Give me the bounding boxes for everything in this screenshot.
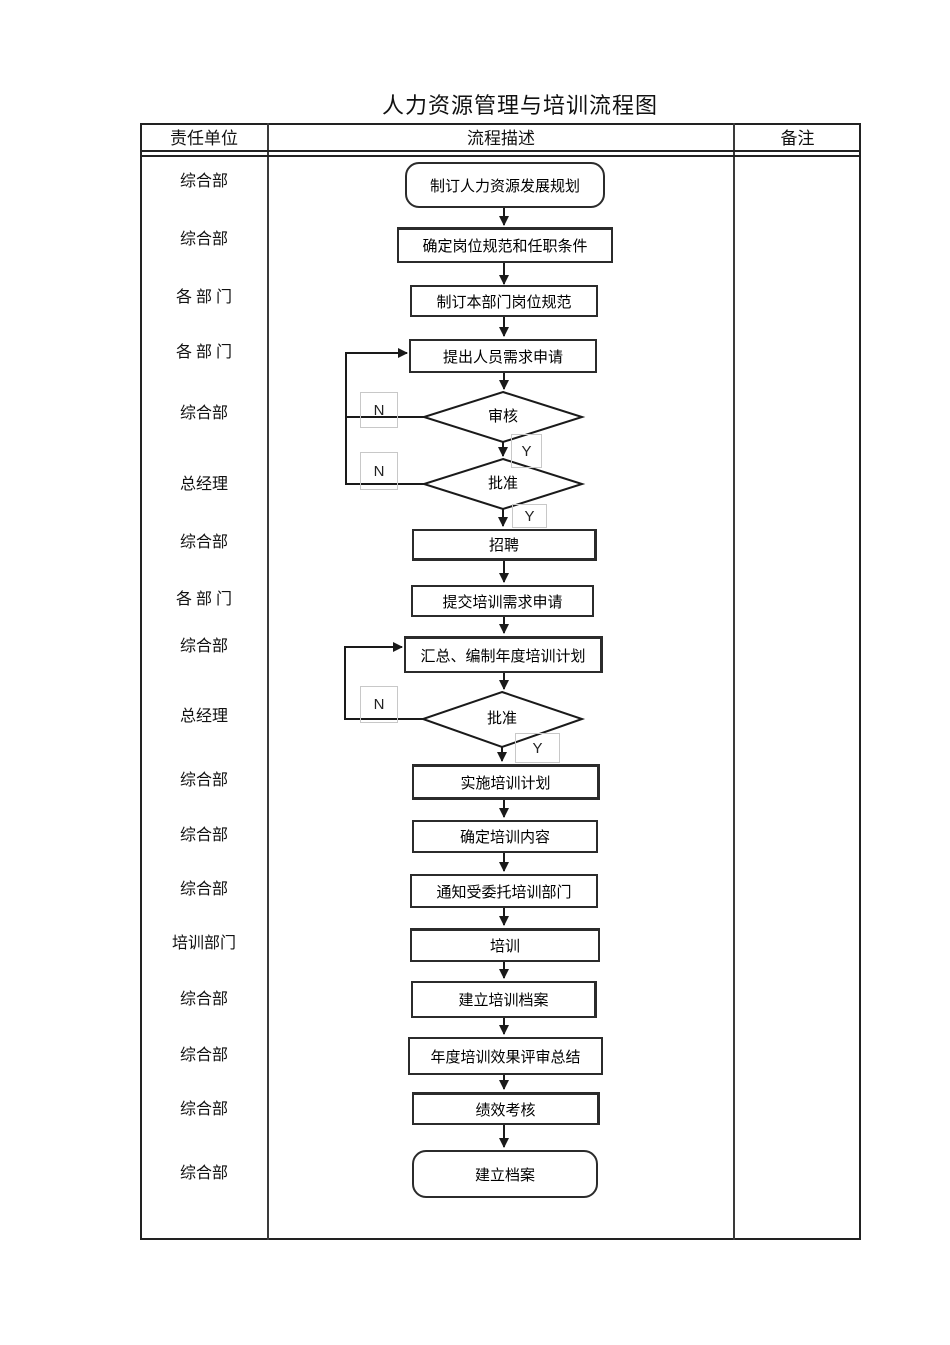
flow-node-dept-specs: 制订本部门岗位规范 <box>410 285 598 317</box>
lane-label: 综合部 <box>179 827 228 844</box>
lane-label: 培训部门 <box>171 935 236 952</box>
flow-node-annual-review: 年度培训效果评审总结 <box>408 1037 603 1075</box>
flow-node-annual-training-plan: 汇总、编制年度培训计划 <box>404 636 603 673</box>
lane-label: 综合部 <box>179 1165 228 1182</box>
flow-node-archive: 建立档案 <box>412 1150 598 1198</box>
header-remarks: 备注 <box>780 129 815 148</box>
flow-node-implement-plan: 实施培训计划 <box>412 764 600 800</box>
lane-label: 综合部 <box>179 638 228 655</box>
lane-label: 综合部 <box>179 1047 228 1064</box>
decision-label-review: 审核 <box>487 409 518 425</box>
lane-label: 各 部 门 <box>175 344 232 361</box>
header-process: 流程描述 <box>467 129 535 148</box>
branch-no-review: N <box>360 392 398 428</box>
flow-node-hr-plan: 制订人力资源发展规划 <box>405 162 605 208</box>
lane-label: 综合部 <box>179 173 228 190</box>
lane-label: 各 部 门 <box>175 289 232 306</box>
lane-label: 综合部 <box>179 405 228 422</box>
flow-node-training-content: 确定培训内容 <box>412 820 598 853</box>
table-column-divider-2 <box>733 123 735 1240</box>
header-unit: 责任单位 <box>170 129 238 148</box>
branch-yes-approve-1: Y <box>512 504 547 528</box>
flow-node-training-request: 提交培训需求申请 <box>411 585 594 617</box>
lane-label: 综合部 <box>179 772 228 789</box>
lane-label: 综合部 <box>179 881 228 898</box>
header-underline-bottom <box>140 155 861 157</box>
flow-node-staff-request: 提出人员需求申请 <box>409 339 597 373</box>
flow-node-performance-review: 绩效考核 <box>412 1092 600 1125</box>
flow-node-recruit: 招聘 <box>412 529 597 561</box>
flow-node-define-specs: 确定岗位规范和任职条件 <box>397 227 613 263</box>
lane-label: 综合部 <box>179 991 228 1008</box>
lane-label: 总经理 <box>179 476 228 493</box>
table-outer-border <box>140 123 861 1240</box>
lane-label: 综合部 <box>179 1101 228 1118</box>
lane-label: 综合部 <box>179 534 228 551</box>
branch-no-approve-1: N <box>360 452 398 490</box>
lane-label: 总经理 <box>179 708 228 725</box>
header-underline-top <box>140 150 861 152</box>
branch-yes-review: Y <box>511 434 542 468</box>
flow-node-training-archive: 建立培训档案 <box>411 981 597 1018</box>
page-title: 人力资源管理与培训流程图 <box>381 93 658 118</box>
table-column-divider-1 <box>267 123 269 1240</box>
lane-label: 各 部 门 <box>175 591 232 608</box>
branch-no-approve-2: N <box>360 686 398 723</box>
decision-label-approve-2: 批准 <box>486 711 517 727</box>
branch-yes-approve-2: Y <box>515 733 560 763</box>
flow-node-notify-trainer: 通知受委托培训部门 <box>410 874 598 908</box>
flow-node-training: 培训 <box>410 928 600 962</box>
decision-label-approve-1: 批准 <box>487 476 518 492</box>
lane-label: 综合部 <box>179 231 228 248</box>
